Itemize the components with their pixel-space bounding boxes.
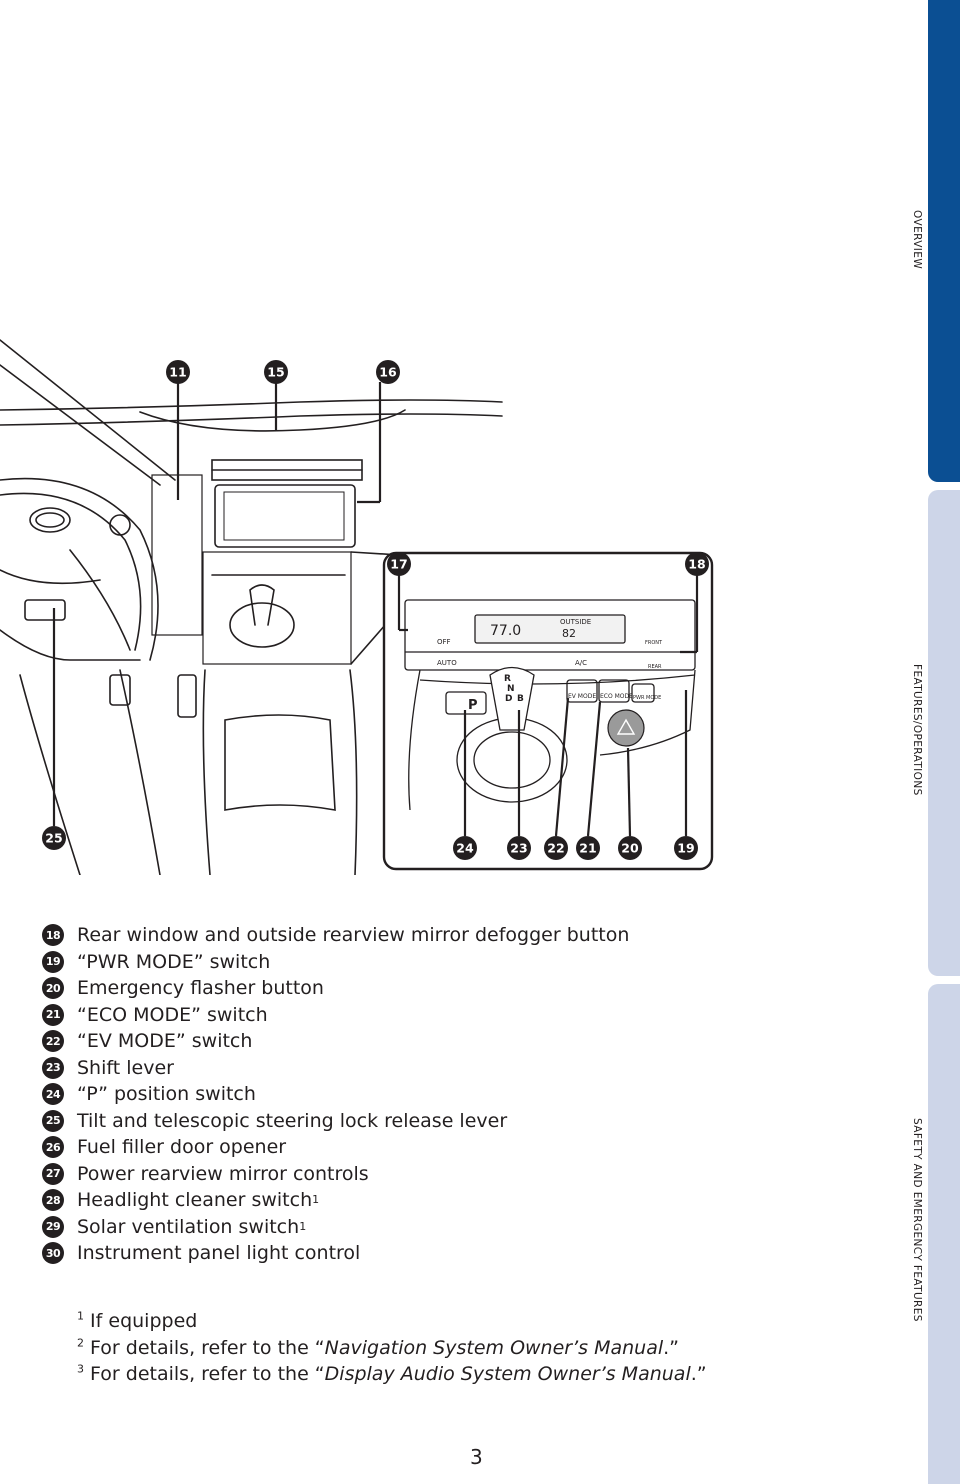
ac-label: A/C	[575, 659, 587, 667]
eco-mode-label: ECO MODE	[600, 693, 633, 700]
footnote-1: 1 If equipped	[77, 1309, 198, 1332]
legend-item: 27 Power rearview mirror controls	[42, 1161, 629, 1188]
temp-outside: 82	[562, 627, 576, 640]
legend-number: 28	[42, 1189, 64, 1212]
legend-text: Instrument panel light control	[77, 1242, 361, 1265]
legend-text: Shift lever	[77, 1056, 174, 1079]
tab-features-operations[interactable]	[928, 490, 960, 976]
dashboard-illustration: OUTSIDE 77.0 82 OFF AUTO A/C FRONT REAR …	[0, 339, 714, 875]
callout-19: 19	[674, 836, 698, 860]
display-audio-manual-title: Display Audio System Owner’s Manual	[324, 1363, 691, 1385]
callout-15: 15	[264, 360, 288, 384]
legend-number: 25	[42, 1109, 64, 1132]
legend-item: 24 “P” position switch	[42, 1081, 629, 1108]
legend-number: 23	[42, 1056, 64, 1079]
tab-label-overview: OVERVIEW	[911, 210, 923, 270]
off-label: OFF	[437, 638, 451, 646]
tab-label-features: FEATURES/OPERATIONS	[911, 664, 923, 796]
gear-b: B	[517, 694, 524, 704]
callout-20: 20	[618, 836, 642, 860]
legend-item: 23 Shift lever	[42, 1055, 629, 1082]
svg-text:17: 17	[390, 557, 407, 572]
legend-text: “EV MODE” switch	[77, 1030, 253, 1053]
tab-overview[interactable]	[928, 0, 960, 482]
legend-item: 22 “EV MODE” switch	[42, 1028, 629, 1055]
legend-number: 29	[42, 1215, 64, 1238]
svg-text:21: 21	[579, 841, 596, 856]
tab-safety-emergency[interactable]	[928, 984, 960, 1484]
callout-23: 23	[507, 836, 531, 860]
page-number: 3	[470, 1445, 483, 1469]
legend-item: 26 Fuel filler door opener	[42, 1134, 629, 1161]
legend-text: Power rearview mirror controls	[77, 1162, 369, 1185]
gear-d: D	[505, 694, 512, 704]
callout-16: 16	[376, 360, 400, 384]
legend-text: “PWR MODE” switch	[77, 950, 271, 973]
legend-number: 27	[42, 1162, 64, 1185]
legend-text: Fuel filler door opener	[77, 1136, 287, 1159]
legend-list: 18 Rear window and outside rearview mirro…	[42, 922, 629, 1267]
legend-number: 22	[42, 1030, 64, 1053]
callout-25: 25	[42, 826, 66, 850]
svg-text:24: 24	[456, 841, 474, 856]
front-label: FRONT	[645, 640, 663, 646]
footnote-2: 2 For details, refer to the “Navigation …	[77, 1336, 680, 1359]
callout-11: 11	[166, 360, 190, 384]
legend-number: 19	[42, 950, 64, 973]
rear-label: REAR	[648, 664, 662, 670]
legend-item: 30 Instrument panel light control	[42, 1240, 629, 1267]
callout-24: 24	[453, 836, 477, 860]
legend-item: 25 Tilt and telescopic steering lock rele…	[42, 1108, 629, 1135]
auto-label: AUTO	[437, 659, 457, 667]
svg-text:20: 20	[621, 841, 639, 856]
ev-mode-label: EV MODE	[568, 693, 596, 700]
navigation-manual-title: Navigation System Owner’s Manual	[324, 1336, 664, 1359]
svg-text:22: 22	[547, 841, 564, 856]
footnote-3: 3 For details, refer to the “Display Aud…	[77, 1362, 707, 1385]
pwr-mode-label: PWR MODE	[633, 695, 661, 701]
legend-number: 30	[42, 1242, 64, 1265]
legend-item: 19 “PWR MODE” switch	[42, 949, 629, 976]
svg-text:15: 15	[267, 365, 284, 380]
legend-number: 26	[42, 1136, 64, 1159]
svg-text:23: 23	[510, 841, 527, 856]
legend-text: Rear window and outside rearview mirror …	[77, 924, 630, 947]
footnotes: 1 If equipped 2 For details, refer to th…	[77, 1308, 707, 1388]
legend-item: 21 “ECO MODE” switch	[42, 1002, 629, 1029]
tab-label-safety: SAFETY AND EMERGENCY FEATURES	[911, 1118, 923, 1322]
outside-label: OUTSIDE	[560, 618, 591, 626]
callout-22: 22	[544, 836, 568, 860]
legend-text: Tilt and telescopic steering lock releas…	[77, 1109, 508, 1132]
legend-item: 20 Emergency flasher button	[42, 975, 629, 1002]
callout-18: 18	[685, 552, 709, 576]
svg-text:11: 11	[169, 365, 186, 380]
svg-text:16: 16	[379, 365, 397, 380]
legend-number: 24	[42, 1083, 64, 1106]
callout-21: 21	[576, 836, 600, 860]
legend-number: 21	[42, 1003, 64, 1026]
legend-item: 18 Rear window and outside rearview mirro…	[42, 922, 629, 949]
legend-number: 18	[42, 924, 64, 947]
legend-text: “ECO MODE” switch	[77, 1003, 268, 1026]
gear-n: N	[507, 684, 515, 694]
svg-text:25: 25	[45, 831, 62, 846]
legend-text: Emergency flasher button	[77, 977, 324, 1000]
legend-text: Solar ventilation switch	[77, 1215, 300, 1238]
legend-number: 20	[42, 977, 64, 1000]
temp-left: 77.0	[490, 623, 521, 639]
callout-17: 17	[387, 552, 411, 576]
svg-text:18: 18	[688, 557, 705, 572]
gear-r: R	[504, 674, 511, 684]
park-label: P	[468, 698, 478, 713]
svg-text:19: 19	[677, 841, 694, 856]
legend-text: Headlight cleaner switch	[77, 1189, 313, 1212]
legend-text: “P” position switch	[77, 1083, 256, 1106]
